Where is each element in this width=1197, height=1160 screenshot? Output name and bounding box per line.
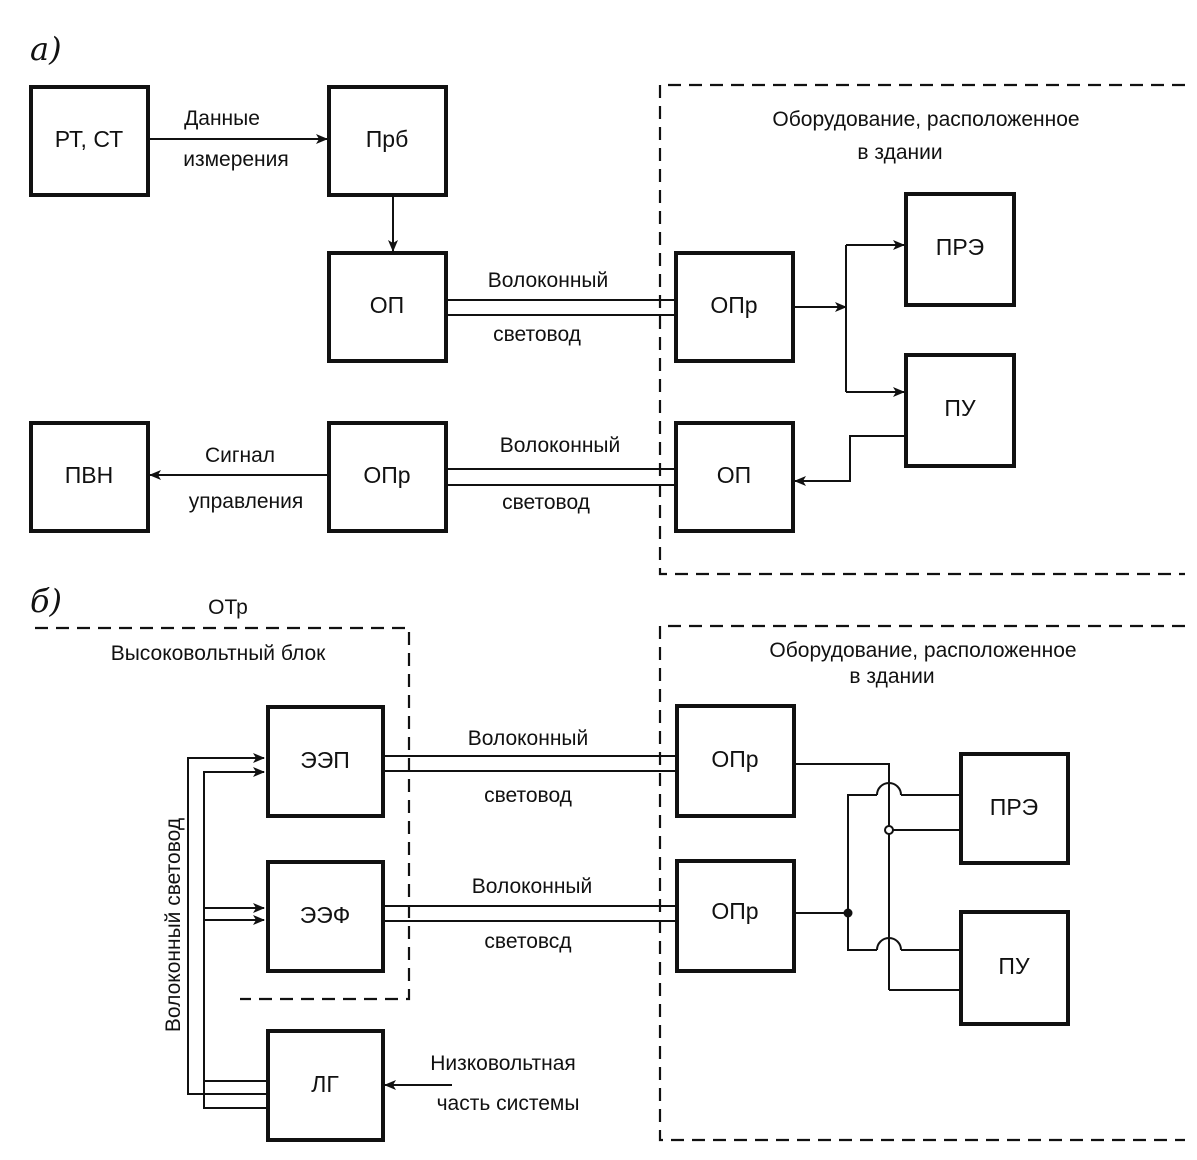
building-wiring-b: [794, 763, 961, 991]
box-eef-label: ЭЭФ: [300, 902, 351, 928]
box-pvn-label: ПВН: [65, 462, 113, 488]
box-rt-st: РТ, СТ: [29, 85, 150, 197]
part-b-marker: б): [30, 582, 62, 620]
fiber-b1-label-line2: световод: [484, 784, 572, 807]
box-opr-rx: ОПр: [674, 251, 795, 363]
box-prb-label: Прб: [366, 126, 409, 152]
fiber-a1-label-line2: световод: [493, 323, 581, 346]
box-pu-b: ПУ: [959, 910, 1070, 1026]
box-eep: ЭЭП: [266, 705, 385, 818]
control-label-line2: управления: [189, 490, 304, 513]
box-op-tx-label: ОП: [370, 292, 404, 318]
hv-block-top-label: ОТр: [208, 596, 248, 619]
box-eef: ЭЭФ: [266, 860, 385, 973]
box-opr-hv-label: ОПр: [363, 462, 410, 488]
arrow-pu-to-op: [794, 435, 906, 486]
hv-block-region: [35, 626, 411, 1001]
lv-label-line1: Низковольтная: [430, 1052, 576, 1075]
fiber-link-b2: [384, 905, 676, 922]
fiber-a2-label-line2: световод: [502, 491, 590, 514]
vertical-fiber-label: Волоконный световод: [162, 818, 185, 1032]
box-pre-b-label: ПРЭ: [990, 794, 1038, 820]
fiber-link-b1: [384, 755, 676, 772]
box-lg-label: ЛГ: [311, 1071, 339, 1097]
box-opr-hv: ОПр: [327, 421, 448, 533]
box-opr-b2-label: ОПр: [711, 898, 758, 924]
fiber-b2-label-line2: световсд: [484, 930, 571, 953]
box-opr-b2: ОПр: [675, 859, 796, 973]
hv-block-title: Высоковольтный блок: [111, 642, 326, 665]
fiber-link-a2: [447, 468, 675, 486]
box-opr-b1-label: ОПр: [711, 746, 758, 772]
building-title-a-line1: Оборудование, расположенное: [772, 108, 1079, 131]
box-pu-a-label: ПУ: [944, 395, 976, 421]
box-lg: ЛГ: [266, 1029, 385, 1142]
box-op-tx: ОП: [327, 251, 448, 363]
box-pre-a-label: ПРЭ: [936, 234, 984, 260]
fiber-a1-label-line1: Волоконный: [488, 269, 609, 292]
box-opr-b1: ОПр: [675, 704, 796, 818]
building-region-a: [658, 83, 1185, 576]
building-title-b-line1: Оборудование, расположенное: [769, 639, 1076, 662]
fiber-b2-label-line1: Волоконный: [472, 875, 593, 898]
box-prb: Прб: [327, 85, 448, 197]
part-a: а) Оборудование, расположенное в здании …: [29, 30, 1185, 576]
box-pvn: ПВН: [29, 421, 150, 533]
box-op-bld: ОП: [674, 421, 795, 533]
box-op-bld-label: ОП: [717, 462, 751, 488]
box-rt-st-label: РТ, СТ: [55, 126, 123, 152]
fiber-b1-label-line1: Волоконный: [468, 727, 589, 750]
fiber-link-a1: [447, 299, 675, 316]
fiber-a2-label-line1: Волоконный: [500, 434, 621, 457]
building-title-b-line2: в здании: [849, 665, 934, 688]
box-pu-a: ПУ: [904, 353, 1016, 468]
vertical-fiber-loops: [187, 753, 268, 1109]
box-pre-b: ПРЭ: [959, 752, 1070, 865]
box-opr-rx-label: ОПр: [710, 292, 757, 318]
building-title-a-line2: в здании: [857, 141, 942, 164]
building-region-b: [658, 624, 1185, 1142]
data-label-line2: измерения: [183, 148, 289, 171]
data-label-line1: Данные: [184, 107, 260, 130]
box-pu-b-label: ПУ: [998, 953, 1030, 979]
lv-label-line2: часть системы: [437, 1092, 580, 1115]
part-a-marker: а): [30, 30, 62, 68]
control-label-line1: Сигнал: [205, 444, 275, 467]
box-pre-a: ПРЭ: [904, 192, 1016, 307]
part-b: б) ОТр Высоковольтный блок Оборудование,…: [30, 582, 1185, 1142]
box-eep-label: ЭЭП: [300, 747, 350, 773]
